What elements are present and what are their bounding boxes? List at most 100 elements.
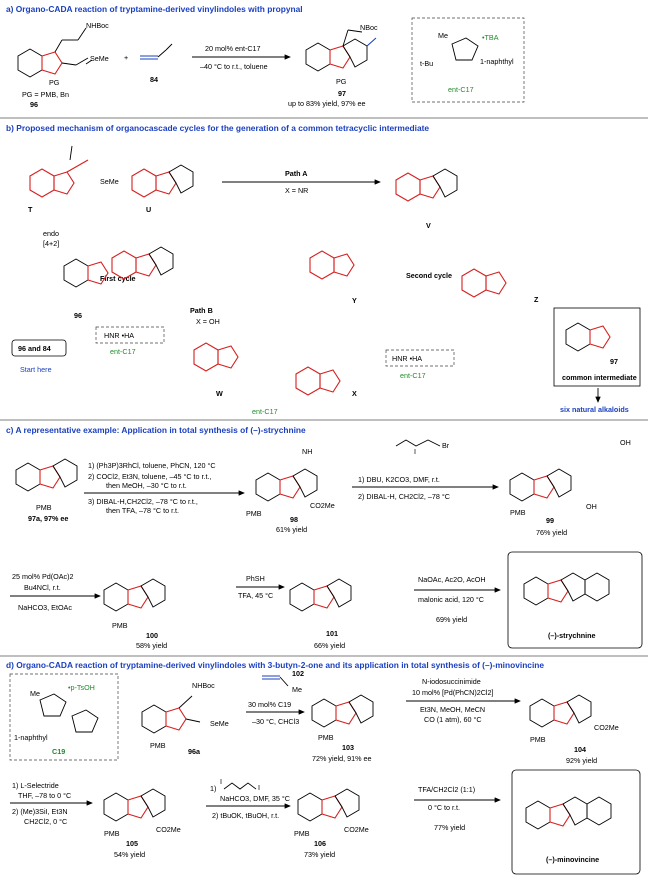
nhboc-label: NHBoc: [86, 21, 109, 30]
catalyst-c19-tsoh: •p-TsOH: [68, 683, 95, 692]
nhboc-96a: NHBoc: [192, 681, 215, 690]
d-yield-last: 77% yield: [434, 823, 465, 832]
label-w: W: [216, 389, 223, 398]
label-100: 100: [146, 631, 158, 640]
pmb-106: PMB: [294, 829, 310, 838]
label-t: T: [28, 205, 33, 214]
compound-84-label: 84: [150, 75, 158, 84]
d-dh3: 2) tBuOK, tBuOH, r.t.: [212, 811, 279, 820]
catalyst-salt-left: HNR •HA: [104, 331, 134, 340]
label-96a: 96a: [188, 747, 201, 756]
co2me-105: CO2Me: [156, 825, 181, 834]
cycloaddition-label: [4+2]: [43, 239, 59, 248]
plus-sign: +: [124, 53, 128, 62]
c-pd1: 25 mol% Pd(OAc)2: [12, 572, 74, 581]
catalyst-c19-naph: 1-naphthyl: [14, 733, 48, 742]
co2me-106: CO2Me: [344, 825, 369, 834]
yield-99: 76% yield: [536, 528, 567, 537]
t-seme: SeMe: [100, 177, 119, 186]
catalyst-tbu: t-Bu: [420, 59, 433, 68]
yield-98: 61% yield: [276, 525, 307, 534]
catalyst-name: ent-C17: [448, 85, 474, 94]
d-ls2: THF, –78 to 0 °C: [18, 791, 71, 800]
label-102: 102: [292, 669, 304, 678]
pmb-99: PMB: [510, 508, 526, 517]
c-reagent-bottom: 2) DIBAL-H, CH2Cl2, –78 °C: [358, 492, 450, 501]
c-reagent-top: 1) DBU, K2CO3, DMF, r.t.: [358, 475, 440, 484]
c-last1: NaOAc, Ac2O, AcOH: [418, 575, 486, 584]
intermediate-v: V: [395, 168, 458, 230]
section-c-heading: c) A representative example: Application…: [6, 425, 306, 435]
seme-label: SeMe: [90, 54, 109, 63]
section-b-heading: b) Proposed mechanism of organocascade c…: [6, 123, 429, 133]
c-step3a: 3) DIBAL-H,CH2Cl2, –78 °C to r.t.,: [88, 497, 198, 506]
c-pd2: Bu4NCl, r.t.: [24, 583, 61, 592]
pg-label-97: PG: [336, 77, 347, 86]
label-97-common: 97: [610, 357, 618, 366]
d-ls3: 2) (Me)3SiI, Et3N: [12, 807, 68, 816]
pmb-97a: PMB: [36, 503, 52, 512]
structure-minovincine: [525, 796, 612, 830]
d-tfa2: 0 °C to r.t.: [428, 803, 460, 812]
six-alkaloids: six natural alkaloids: [560, 405, 629, 414]
catalyst-name-left: ent-C17: [110, 347, 136, 356]
d-dh2: NaHCO3, DMF, 35 °C: [220, 794, 290, 803]
catalyst-salt-box-left: [95, 326, 165, 344]
structure-104: CO2Me PMB 104 92% yield: [529, 694, 619, 765]
catalyst-box-a: [411, 17, 525, 103]
c-phsh1: PhSH: [246, 574, 265, 583]
label-96-cycle: 96: [74, 311, 82, 320]
label-106: 106: [314, 839, 326, 848]
catalyst-name-right: ent-C17: [400, 371, 426, 380]
d-dh-i2: I: [258, 783, 260, 792]
intermediate-z: Z: [461, 268, 539, 304]
common-intermediate-text: common intermediate: [562, 373, 637, 382]
minovincine-box: [511, 769, 641, 875]
d-dh-i1: I: [220, 777, 222, 786]
c-step3b: then TFA, –78 °C to r.t.: [106, 506, 179, 515]
yield-106: 73% yield: [304, 850, 335, 859]
catalyst-name-bottom: ent-C17: [252, 407, 278, 416]
pmb-105: PMB: [104, 829, 120, 838]
d-ls1: 1) L-Selectride: [12, 781, 59, 790]
catalyst-naph: 1-naphthyl: [480, 57, 514, 66]
label-98: 98: [290, 515, 298, 524]
pmb-100: PMB: [112, 621, 128, 630]
path-b-x: X = OH: [196, 317, 220, 326]
d-co: CO (1 atm), 60 °C: [424, 715, 482, 724]
nboc-label: NBoc: [360, 23, 378, 32]
structure-97-common: 97: [565, 322, 618, 366]
d-tfa1: TFA/CH2Cl2 (1:1): [418, 785, 475, 794]
path-a-x: X = NR: [285, 186, 308, 195]
second-cycle-label: Second cycle: [406, 271, 452, 280]
structure-102: Me 102: [262, 669, 304, 694]
pmb-98: PMB: [246, 509, 262, 518]
pg-label: PG: [49, 78, 60, 87]
yield-101: 66% yield: [314, 641, 345, 650]
section-a-heading: a) Organo-CADA reaction of tryptamine-de…: [6, 4, 303, 14]
intermediate-t: SeMe T: [28, 145, 119, 214]
pmb-103: PMB: [318, 733, 334, 742]
intermediate-u: U: [131, 164, 194, 214]
strychnine-box: [507, 551, 643, 649]
structure-105: CO2Me PMB 105 54% yield: [103, 788, 181, 859]
d-nis: N-iodosuccinimide: [422, 677, 481, 686]
structure-103: PMB 103 72% yield, 91% ee: [311, 694, 374, 763]
yield-103: 72% yield, 91% ee: [312, 754, 372, 763]
structure-97: NBoc PG 97: [305, 23, 378, 98]
intermediate-x: X: [295, 366, 357, 398]
catalyst-tba: •TBA: [482, 33, 499, 42]
diiodide-chain: [223, 782, 257, 790]
intermediate-y: Y: [309, 250, 357, 305]
pmb-96a: PMB: [150, 741, 166, 750]
catalyst-box-d: [9, 673, 119, 761]
catalyst-salt-box-right: [385, 349, 455, 367]
d-cond1: 30 mol% C19: [248, 700, 291, 709]
d-et3n: Et3N, MeOH, MeCN: [420, 705, 485, 714]
reagent-i: I: [414, 447, 416, 456]
c-last2: malonic acid, 120 °C: [418, 595, 484, 604]
pmb-104: PMB: [530, 735, 546, 744]
structure-106: CO2Me PMB 106 73% yield: [294, 788, 369, 859]
d-cond2: –30 °C, CHCl3: [252, 717, 299, 726]
